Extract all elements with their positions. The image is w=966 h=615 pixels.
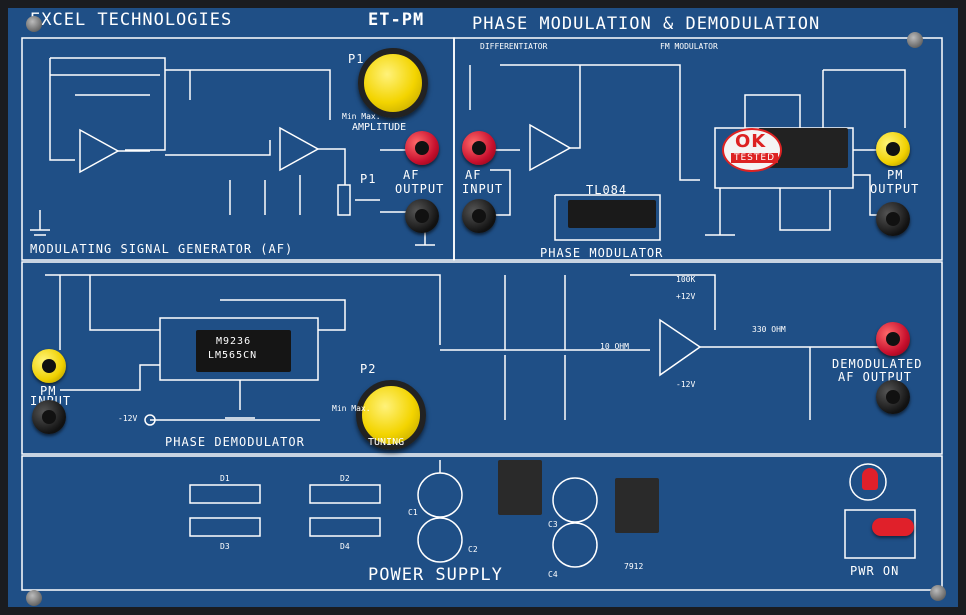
power-supply-title: POWER SUPPLY xyxy=(368,565,503,585)
board-title: PHASE MODULATION & DEMODULATION xyxy=(472,14,821,34)
d3-label: D3 xyxy=(220,542,230,551)
ok-tested-sticker: OK TESTED xyxy=(722,128,782,172)
lm565-line-1: M9236 xyxy=(216,336,252,347)
pm-input-label-1: PM xyxy=(40,384,57,398)
demodulated-ground-jack[interactable] xyxy=(876,380,910,414)
lm565-line-2: LM565CN xyxy=(208,350,258,361)
three-thirty-ohm-label: 330 OHM xyxy=(752,325,786,334)
amplitude-knob[interactable] xyxy=(358,48,428,118)
minus12v-label: -12V xyxy=(118,414,138,423)
tuning-knob[interactable] xyxy=(356,380,426,450)
tuning-min-max-label: Min Max. xyxy=(332,404,371,413)
c1-label: C1 xyxy=(408,508,418,517)
c2-label: C2 xyxy=(468,545,478,554)
af-input-ground-jack[interactable] xyxy=(462,199,496,233)
phase-demodulator-title: PHASE DEMODULATOR xyxy=(165,435,305,449)
model-number: ET-PM xyxy=(368,10,425,30)
power-led xyxy=(862,468,878,490)
tuning-label: TUNING xyxy=(368,437,405,448)
pwr-on-label: PWR ON xyxy=(850,564,900,578)
d4-label: D4 xyxy=(340,542,350,551)
d2-label: D2 xyxy=(340,474,350,483)
p1-top-label: P1 xyxy=(348,52,365,66)
p1-label: P1 xyxy=(360,172,377,186)
phase-modulator-title: PHASE MODULATOR xyxy=(540,246,664,260)
pm-output-label-1: PM xyxy=(887,168,904,182)
pm-output-ground-jack[interactable] xyxy=(876,202,910,236)
power-switch[interactable] xyxy=(872,518,914,536)
plus12v-label: +12V xyxy=(676,292,696,301)
c3-label: C3 xyxy=(548,520,558,529)
af-output-label-2: OUTPUT xyxy=(395,182,445,196)
tested-text: TESTED xyxy=(731,153,779,163)
pm-input-ground-jack[interactable] xyxy=(32,400,66,434)
screw-top-right xyxy=(907,32,923,48)
pm-output-jack[interactable] xyxy=(876,132,910,166)
af-input-label-1: AF xyxy=(465,168,482,182)
demodulated-output-jack[interactable] xyxy=(876,322,910,356)
tl084-chip xyxy=(568,200,656,228)
minus12v-opamp-label: -12V xyxy=(676,380,696,389)
ten-ohm-label: 10 OHM xyxy=(600,342,629,351)
screw-bottom-right xyxy=(930,585,946,601)
company-name: EXCEL TECHNOLOGIES xyxy=(30,10,233,30)
pm-input-jack[interactable] xyxy=(32,349,66,383)
power-panel-border xyxy=(21,455,943,591)
reg-7912-label: 7912 xyxy=(624,562,644,571)
screw-top-left xyxy=(26,16,42,32)
af-input-jack[interactable] xyxy=(462,131,496,165)
amplitude-label: AMPLITUDE xyxy=(352,122,407,133)
af-input-label-2: INPUT xyxy=(462,182,504,196)
regulator-7812 xyxy=(498,460,542,515)
hundred-k-label: 100K xyxy=(676,275,696,284)
af-output-jack[interactable] xyxy=(405,131,439,165)
regulator-7912 xyxy=(615,478,659,533)
d1-label: D1 xyxy=(220,474,230,483)
screw-bottom-left xyxy=(26,590,42,606)
af-output-ground-jack[interactable] xyxy=(405,199,439,233)
fm-modulator-title: FM MODULATOR xyxy=(660,42,718,51)
ok-text: OK xyxy=(735,131,767,152)
demod-panel-border xyxy=(21,261,943,455)
fm-panel-border xyxy=(453,37,943,261)
pm-output-label-2: OUTPUT xyxy=(870,182,920,196)
p2-label: P2 xyxy=(360,362,377,376)
tl084-label: TL084 xyxy=(586,183,628,197)
modulating-section-title: MODULATING SIGNAL GENERATOR (AF) xyxy=(30,242,294,256)
amplitude-min-max-label: Min Max. xyxy=(342,112,381,121)
c4-label: C4 xyxy=(548,570,558,579)
demodulated-label-1: DEMODULATED xyxy=(832,357,923,371)
af-output-label-1: AF xyxy=(403,168,420,182)
differentiator-title: DIFFERENTIATOR xyxy=(480,42,548,51)
lm565-chip: M9236 LM565CN xyxy=(196,330,291,372)
